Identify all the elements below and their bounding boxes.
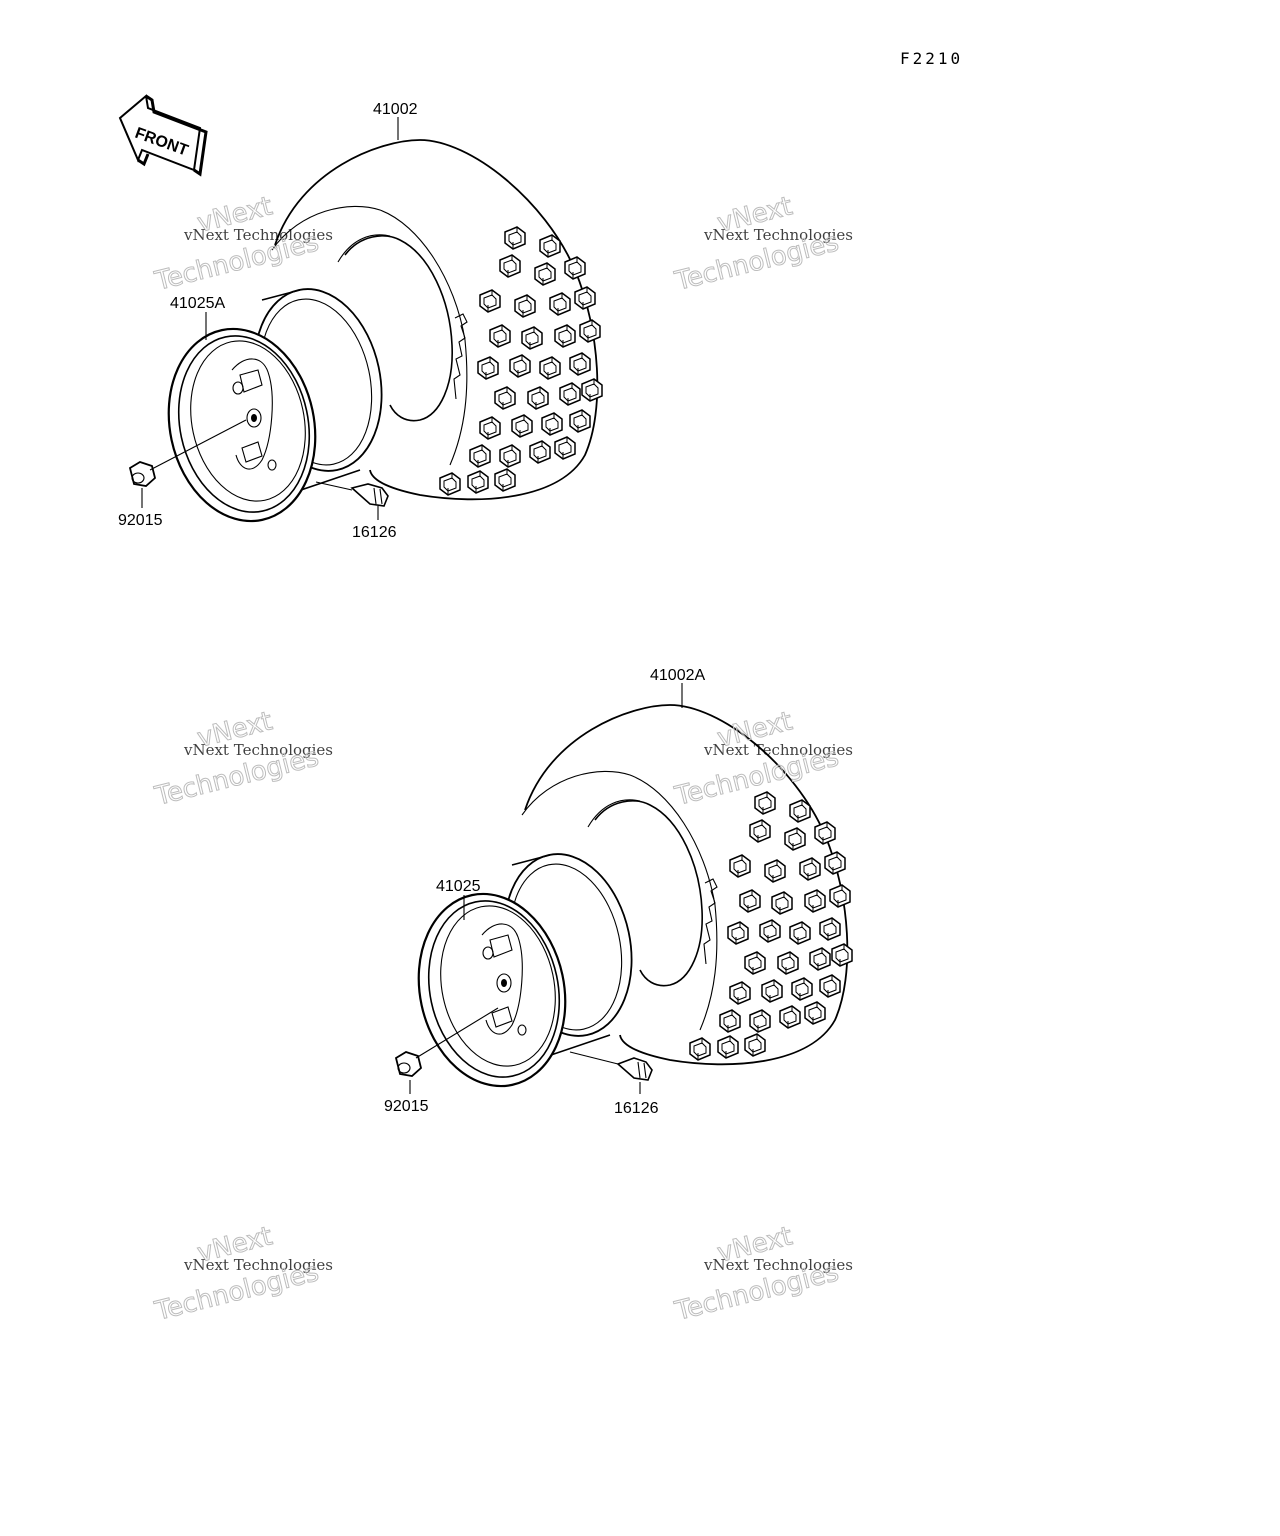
sheet-code: F2210	[900, 49, 963, 68]
watermark-2: vNext vNext Technologies Technologies	[671, 191, 853, 298]
label-nut-92015-lower: 92015	[384, 1098, 429, 1115]
svg-text:vNext Technologies: vNext Technologies	[703, 1256, 853, 1274]
label-tire-41002a: 41002A	[650, 667, 705, 684]
svg-text:vNext Technologies: vNext Technologies	[183, 1256, 333, 1274]
front-arrow-icon: FRONT	[118, 94, 208, 177]
watermark-6: vNext vNext Technologies Technologies	[671, 1221, 853, 1328]
watermark-3: vNext vNext Technologies Technologies	[151, 706, 333, 813]
upper-wheel-assembly	[151, 140, 602, 535]
label-valve-16126-lower: 16126	[614, 1100, 659, 1117]
svg-text:vNext Technologies: vNext Technologies	[183, 226, 333, 244]
label-wheel-41025: 41025	[436, 878, 481, 895]
label-nut-92015-upper: 92015	[118, 512, 163, 529]
upper-nut-92015	[128, 419, 247, 487]
watermark-5: vNext vNext Technologies Technologies	[151, 1221, 333, 1328]
svg-text:vNext Technologies: vNext Technologies	[703, 741, 853, 759]
label-wheel-41025a: 41025A	[170, 295, 225, 312]
lower-nut-92015	[394, 1007, 499, 1077]
label-tire-41002: 41002	[373, 101, 418, 118]
lower-valve-16126	[569, 1051, 653, 1081]
svg-text:vNext Technologies: vNext Technologies	[703, 226, 853, 244]
label-valve-16126-upper: 16126	[352, 524, 397, 541]
upper-valve-16126	[315, 481, 389, 507]
svg-text:vNext Technologies: vNext Technologies	[183, 741, 333, 759]
